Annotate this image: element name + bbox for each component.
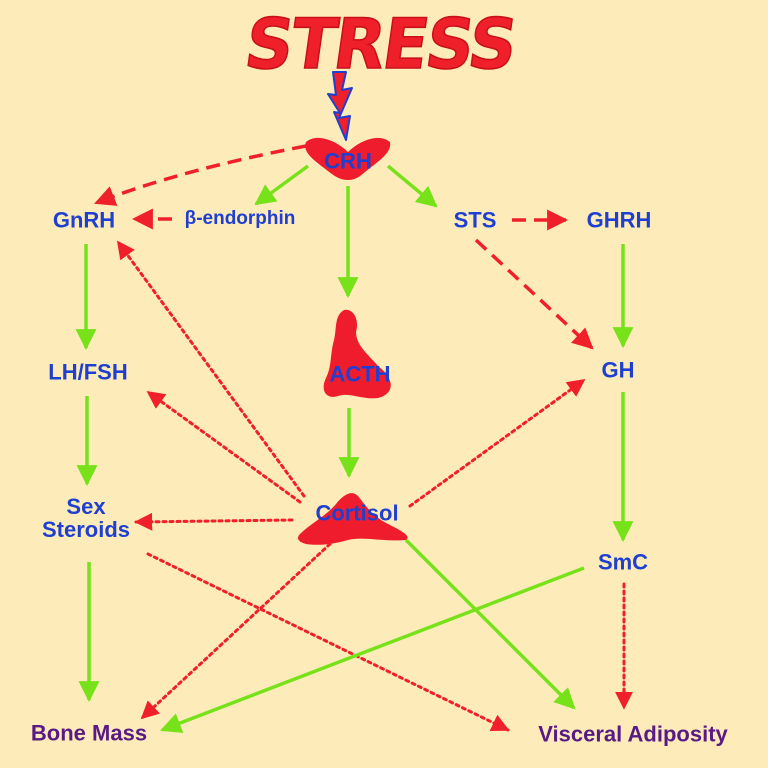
- cortisol-gland-icon: [298, 493, 408, 545]
- edge-crh-to-sts: [386, 164, 438, 208]
- edge-sts-to-gh: [474, 238, 594, 350]
- visceral-adiposity-label: Visceral Adiposity: [538, 721, 728, 747]
- acth-gland-icon: [323, 309, 391, 399]
- edge-cortisol-to-sex-steroids: [134, 512, 294, 531]
- lh-fsh-label: LH/FSH: [48, 359, 128, 385]
- edge-cortisol-to-gnrh: [116, 240, 306, 498]
- bone-mass-label: Bone Mass: [30, 720, 148, 746]
- edge-sex-steroids-to-visceral-adiposity: [146, 552, 510, 732]
- crh-gland-icon: [305, 137, 391, 180]
- edge-crh-to-gnrh: [94, 144, 307, 206]
- edge-cortisol-to-visceral-adiposity: [404, 538, 576, 710]
- sex-steroids-label: Sex Steroids: [42, 495, 130, 541]
- edge-cortisol-to-lh-fsh: [146, 390, 302, 504]
- edge-smc-to-bone-mass: [160, 566, 585, 734]
- edge-cortisol-to-gh: [408, 378, 586, 508]
- sex-steroids-line1: Sex: [66, 493, 106, 519]
- beta-endorphin-label: β-endorphin: [184, 208, 296, 230]
- acth-label: ACTH: [329, 361, 391, 387]
- smc-label: SmC: [597, 549, 649, 575]
- gnrh-label: GnRH: [52, 207, 116, 233]
- cortisol-label: Cortisol: [315, 500, 399, 526]
- edge-crh-to-beta-endorphin: [254, 164, 310, 206]
- lightning-bolt-icon: [327, 71, 353, 141]
- crh-label: CRH: [324, 148, 372, 174]
- gh-label: GH: [601, 357, 635, 383]
- edge-cortisol-to-bone-mass: [140, 542, 332, 720]
- stress-title: STRESS: [240, 3, 521, 85]
- sex-steroids-line2: Steroids: [41, 517, 131, 542]
- sts-label: STS: [453, 207, 497, 233]
- ghrh-label: GHRH: [586, 207, 652, 233]
